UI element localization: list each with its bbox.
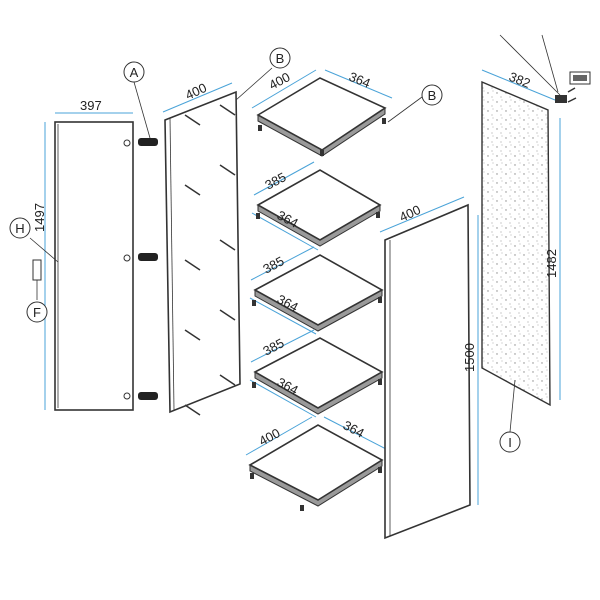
door-panel — [32, 121, 134, 411]
callout-i: I — [508, 435, 512, 450]
dim-door-width: 397 — [80, 98, 102, 113]
dim-tall-height: 1500 — [462, 343, 477, 372]
dim-side-depth: 400 — [183, 80, 209, 103]
dim-shelf5-depth: 400 — [256, 425, 282, 448]
side-panel — [164, 90, 241, 416]
dim-back-height: 1482 — [544, 249, 559, 278]
shelf-4 — [253, 337, 384, 415]
handle-icon — [32, 259, 42, 281]
callout-b-1: B — [276, 51, 285, 66]
shelf-3 — [253, 254, 384, 332]
callout-a: A — [130, 65, 139, 80]
tall-panel — [384, 203, 471, 540]
dim-back-width: 382 — [507, 69, 533, 91]
callout-h: H — [15, 221, 24, 236]
back-panel — [481, 80, 551, 407]
wall-bracket-icon — [555, 71, 591, 103]
shelf-feet — [250, 118, 386, 511]
callout-f: F — [33, 305, 41, 320]
dim-tall-depth: 400 — [397, 202, 423, 225]
shelf-5 — [248, 424, 384, 507]
dim-shelf1-depth: 400 — [266, 69, 292, 92]
dim-door-height: 1497 — [32, 203, 47, 232]
callout-b-2: B — [428, 88, 437, 103]
dim-shelf1-width: 364 — [347, 69, 373, 91]
shelf-2 — [256, 169, 382, 247]
hinge-icon — [138, 138, 158, 400]
